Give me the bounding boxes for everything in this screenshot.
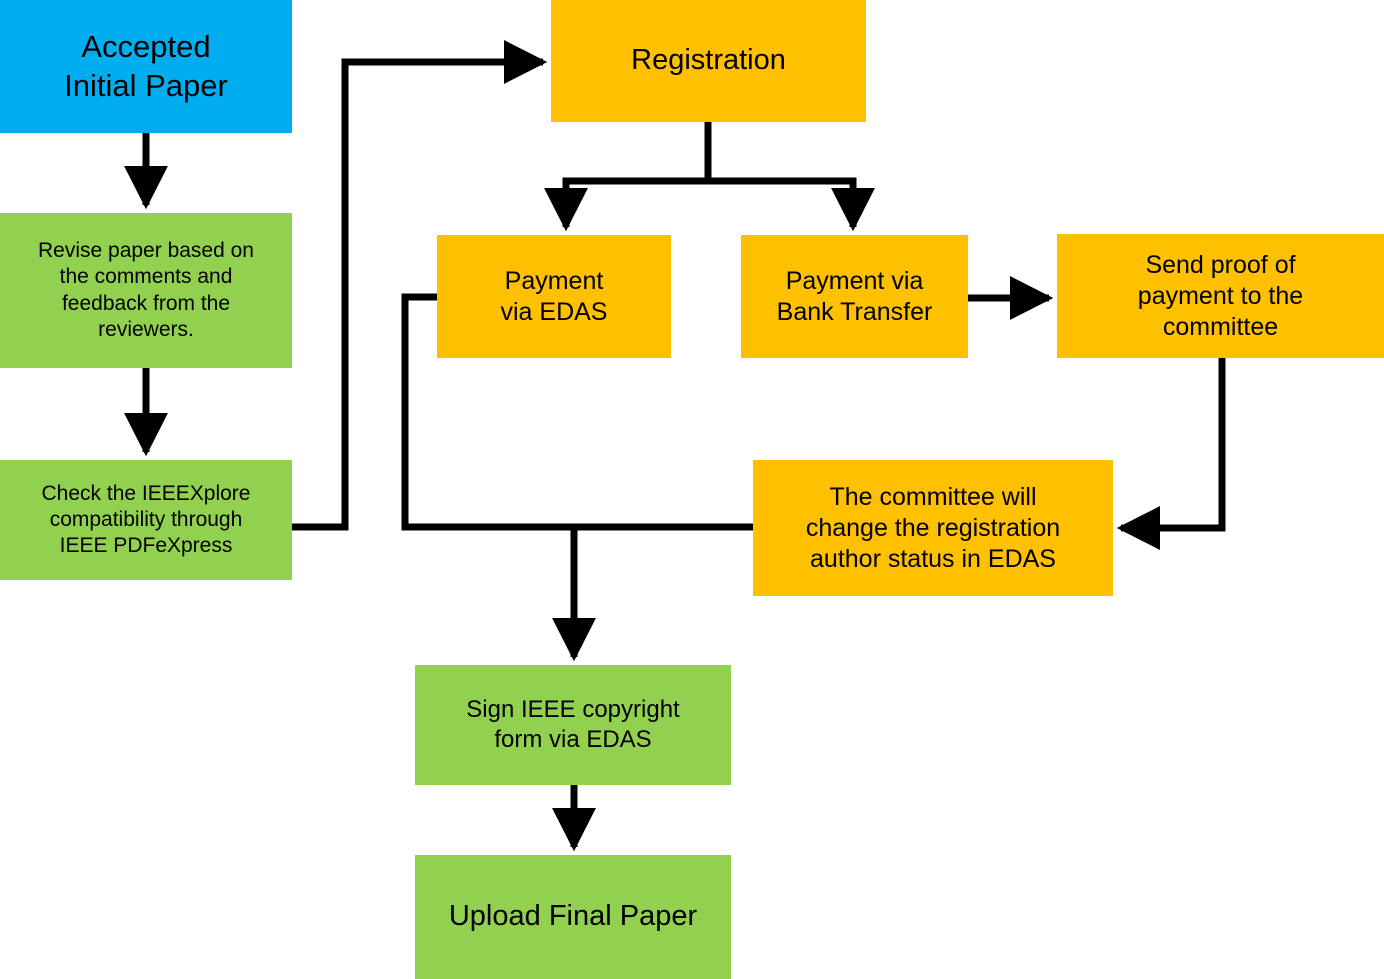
node-label-payment-via-bank-transfer: Payment via Bank Transfer (776, 266, 933, 326)
node-label-committee-change-status: The committee will change the registrati… (805, 482, 1061, 573)
node-accepted-initial-paper[interactable]: Accepted Initial Paper (0, 0, 292, 133)
node-label-payment-via-edas: Payment via EDAS (500, 266, 608, 326)
edge-registration-fork-to-bank (708, 177, 876, 232)
node-label-send-proof-of-payment: Send proof of payment to the committee (1137, 250, 1304, 341)
edge-send-proof-to-committee (1116, 358, 1226, 551)
node-payment-via-edas[interactable]: Payment via EDAS (437, 235, 671, 358)
edge-registration-fork-to-edas (543, 122, 712, 232)
node-label-revise-paper: Revise paper based on the comments and f… (38, 239, 254, 341)
node-label-check-ieeexplore: Check the IEEEXplore compatibility throu… (41, 481, 251, 558)
node-check-ieeexplore[interactable]: Check the IEEEXplore compatibility throu… (0, 460, 292, 580)
node-label-upload-final-paper: Upload Final Paper (448, 900, 698, 933)
node-registration[interactable]: Registration (551, 0, 866, 122)
node-label-sign-ieee-copyright-form: Sign IEEE copyright form via EDAS (466, 696, 680, 753)
node-revise-paper[interactable]: Revise paper based on the comments and f… (0, 213, 292, 368)
node-label-accepted-initial-paper: Accepted Initial Paper (64, 29, 228, 103)
node-label-registration: Registration (631, 44, 786, 77)
node-sign-ieee-copyright-form[interactable]: Sign IEEE copyright form via EDAS (415, 665, 731, 785)
node-send-proof-of-payment[interactable]: Send proof of payment to the committee (1057, 234, 1384, 358)
node-payment-via-bank-transfer[interactable]: Payment via Bank Transfer (741, 235, 968, 358)
node-upload-final-paper[interactable]: Upload Final Paper (415, 855, 731, 979)
node-committee-change-status[interactable]: The committee will change the registrati… (753, 460, 1113, 596)
